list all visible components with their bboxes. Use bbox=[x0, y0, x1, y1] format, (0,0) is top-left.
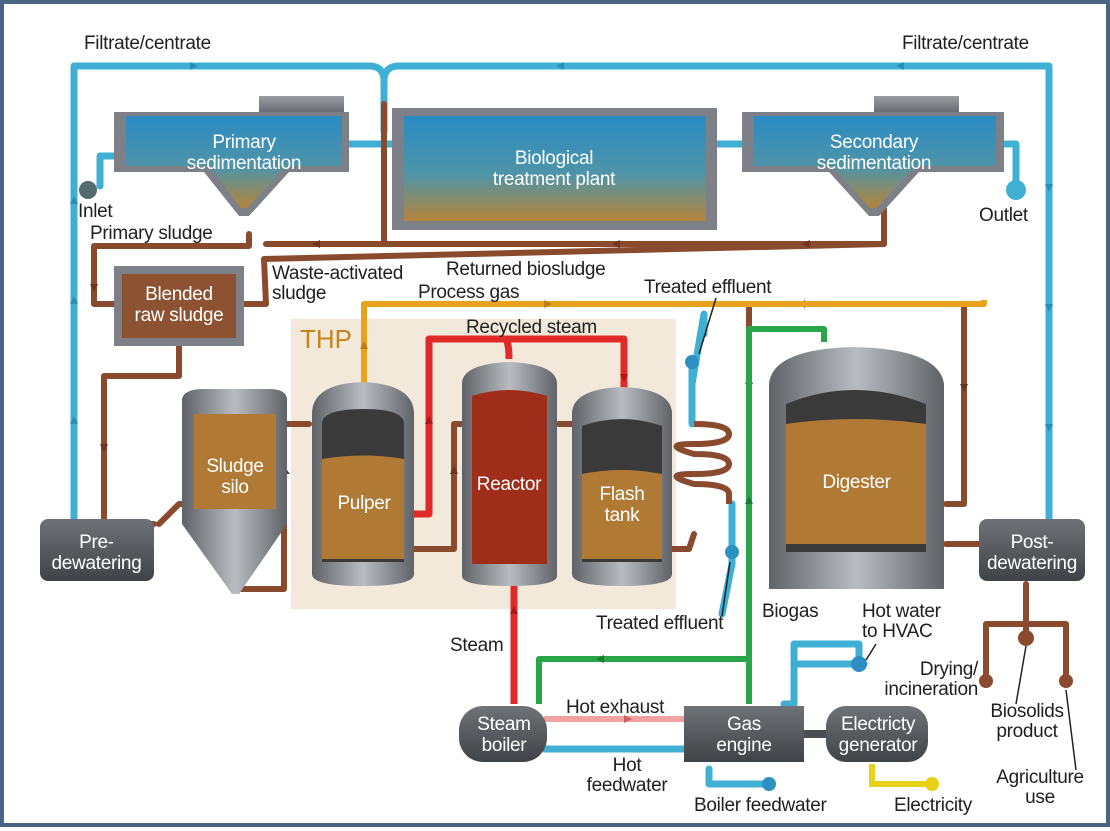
primary-sludge-label: Primary sludge bbox=[90, 223, 213, 244]
secondary-sedimentation-tank bbox=[742, 96, 1004, 216]
pulper-vessel bbox=[312, 382, 414, 586]
recycled-steam-label: Recycled steam bbox=[466, 317, 597, 338]
effluent-nodes bbox=[685, 355, 867, 791]
filtrate-right-label: Filtrate/centrate bbox=[902, 33, 1029, 54]
digester-label: Digester bbox=[822, 472, 891, 493]
process-diagram bbox=[40, 62, 1085, 791]
gas-engine-unit bbox=[684, 706, 804, 762]
electricity-generator-unit bbox=[826, 706, 928, 762]
filtrate-left-label: Filtrate/centrate bbox=[84, 33, 211, 54]
biogas-arrows bbox=[596, 496, 753, 663]
post-dewatering-label: Post-dewatering bbox=[987, 532, 1077, 574]
electricity-label: Electricity bbox=[894, 795, 972, 816]
pre-dewatering-label: Pre-dewatering bbox=[51, 532, 142, 574]
digester-vessel bbox=[769, 347, 944, 589]
pre-dewatering-unit bbox=[40, 519, 154, 581]
flash-tank-vessel bbox=[572, 387, 672, 586]
steam-boiler-unit bbox=[459, 706, 547, 762]
boiler-feedwater-label: Boiler feedwater bbox=[694, 795, 827, 816]
heat-exchanger-coil bbox=[673, 421, 733, 504]
thp-label: THP bbox=[300, 324, 352, 354]
biogas-lines bbox=[536, 326, 827, 704]
biosolids-nodes bbox=[979, 630, 1073, 688]
reactor-vessel bbox=[462, 362, 557, 586]
inlet-label: Inlet bbox=[78, 201, 113, 222]
treated-effluent-top-label: Treated effluent bbox=[644, 277, 772, 298]
outlet-node bbox=[1006, 180, 1026, 200]
process-gas-arrows bbox=[360, 300, 552, 349]
outlet-label: Outlet bbox=[979, 205, 1028, 226]
sludge-silo bbox=[182, 389, 287, 594]
electricity-line bbox=[869, 764, 929, 787]
biological-treatment-plant bbox=[392, 108, 717, 230]
filtrate-arrows bbox=[70, 62, 1053, 432]
reactor-label: Reactor bbox=[476, 474, 542, 495]
blended-raw-sludge-tank bbox=[114, 266, 244, 346]
primary-sedimentation-tank bbox=[114, 96, 349, 216]
steam-label: Steam bbox=[450, 635, 504, 656]
process-gas-label: Process gas bbox=[418, 282, 520, 303]
inlet-node bbox=[79, 181, 97, 199]
post-dewatering-unit bbox=[979, 519, 1085, 581]
treated-effluent-bottom-label: Treated effluent bbox=[596, 613, 724, 634]
hot-exhaust-label: Hot exhaust bbox=[566, 697, 665, 718]
biogas-label: Biogas bbox=[762, 601, 819, 622]
returned-biosludge-label: Returned biosludge bbox=[446, 259, 606, 280]
steam-arrows bbox=[425, 374, 628, 614]
pulper-label: Pulper bbox=[337, 493, 391, 514]
drying-label: Drying/incineration bbox=[884, 659, 978, 700]
